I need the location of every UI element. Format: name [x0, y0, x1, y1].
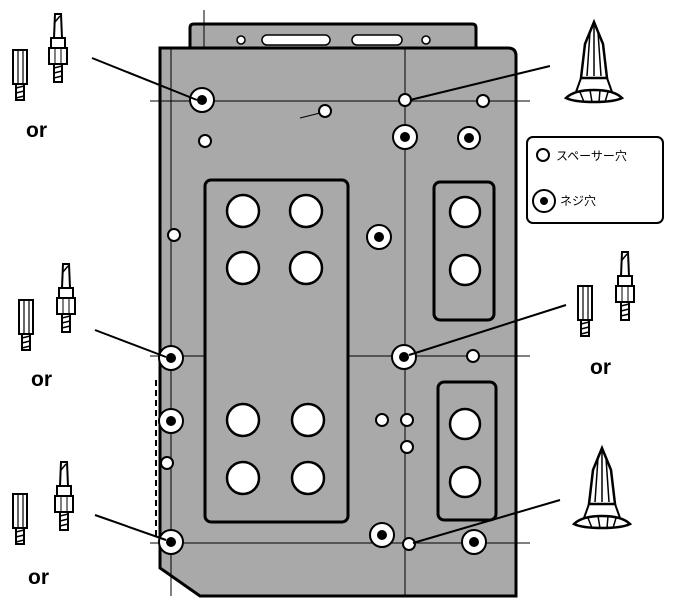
- screw-holes: [158, 87, 487, 555]
- spacer-hole: [402, 537, 416, 551]
- spacer-hole: [167, 228, 181, 242]
- legend-spacer-hole-icon: [536, 148, 550, 162]
- spacer-holes: [160, 93, 490, 551]
- spacer-hole: [466, 349, 480, 363]
- spacer-hole: [375, 413, 389, 427]
- screw-hole: [158, 408, 184, 434]
- legend-box: スペーサー穴 ネジ穴: [526, 136, 664, 224]
- cutout-panel-right-lower: [436, 380, 498, 522]
- standoff-screw-icon: [577, 251, 635, 337]
- spacer-hole: [160, 456, 174, 470]
- standoff-screw-icon: [18, 263, 76, 351]
- screw-hole: [457, 126, 481, 150]
- spacer-hole: [318, 104, 332, 118]
- spacer-hole: [400, 413, 414, 427]
- plastic-push-rivet-icon: [572, 446, 632, 530]
- screw-hole: [189, 87, 215, 113]
- or-label: or: [26, 119, 47, 142]
- or-label: or: [28, 566, 49, 589]
- screw-hole: [369, 522, 395, 548]
- spacer-hole: [400, 440, 414, 454]
- or-label: or: [31, 368, 52, 391]
- screw-hole: [391, 344, 417, 370]
- legend-screw-hole-icon: [532, 189, 556, 213]
- spacer-hole: [398, 93, 412, 107]
- screw-hole: [158, 345, 184, 371]
- legend-spacer-hole-label: スペーサー穴: [556, 148, 627, 163]
- leader-lines: [91, 57, 567, 544]
- cutout-panel-left: [203, 178, 350, 524]
- cutout-panel-right-upper: [432, 180, 496, 322]
- standoff-screw-icon: [12, 461, 74, 545]
- screw-hole: [366, 224, 392, 250]
- screw-hole: [158, 529, 184, 555]
- legend-screw-hole-label: ネジ穴: [560, 193, 596, 208]
- tray-top-tab: [188, 22, 478, 54]
- or-label: or: [590, 356, 611, 379]
- standoff-screw-icon: [12, 13, 68, 101]
- spacer-hole: [198, 134, 212, 148]
- spacer-hole: [476, 94, 490, 108]
- screw-hole: [461, 529, 487, 555]
- screw-hole: [392, 124, 418, 150]
- plastic-push-rivet-icon: [564, 20, 624, 104]
